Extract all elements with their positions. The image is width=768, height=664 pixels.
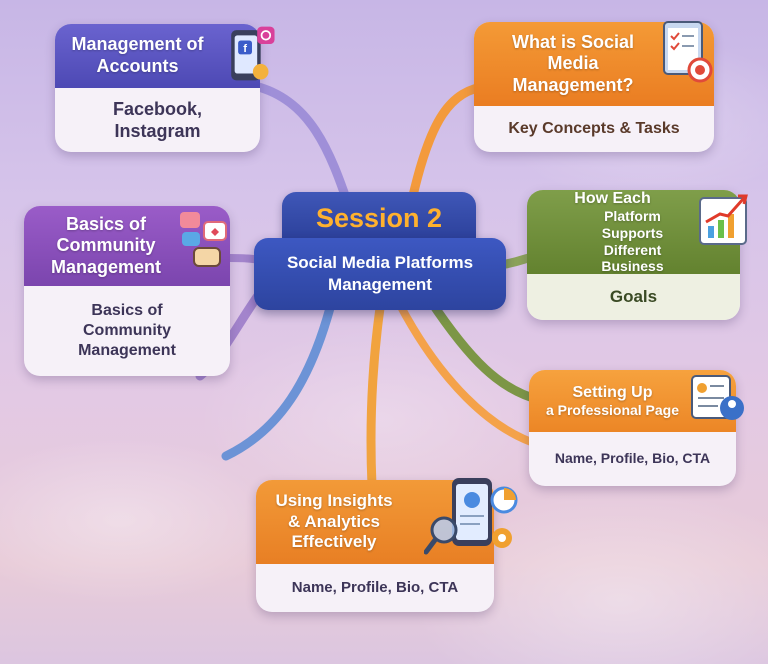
- node-what-is-title: What is Social Media Management?: [511, 31, 635, 95]
- center-title: Session 2: [315, 202, 443, 233]
- node-what-is-body: Key Concepts & Tasks: [474, 106, 714, 152]
- node-professional-page-title-line1: Setting Up: [572, 384, 653, 401]
- center-title-tab: Session 2: [282, 192, 476, 244]
- growth-chart-icon: [694, 186, 758, 256]
- node-community-detail: Basics of Community Management: [78, 302, 176, 359]
- node-management-accounts-body: Facebook, Instagram: [55, 88, 260, 152]
- node-insights-detail: Name, Profile, Bio, CTA: [291, 578, 459, 596]
- node-professional-page-detail: Name, Profile, Bio, CTA: [554, 450, 711, 467]
- node-management-accounts-detail: Facebook, Instagram: [112, 98, 203, 142]
- node-platform-support-detail: Goals: [609, 287, 658, 307]
- node-management-accounts: Management of Accounts Facebook, Instagr…: [55, 24, 260, 152]
- node-platform-support-title-line3: Different Business: [601, 241, 664, 275]
- connector-insights: [366, 303, 385, 491]
- node-community-title: Basics of Community Management: [50, 213, 162, 277]
- profile-page-icon: [688, 368, 748, 428]
- center-subtitle: Social Media Platforms Management: [286, 252, 474, 294]
- connector-professional-page-2: [396, 301, 544, 449]
- node-management-accounts-title: Management of Accounts: [71, 34, 204, 76]
- chat-bubbles-icon: [176, 206, 232, 272]
- center-subtitle-box: Social Media Platforms Management: [254, 238, 506, 310]
- connector-management-accounts: [250, 81, 355, 215]
- node-insights-title: Using Insights & Analytics Effectively: [275, 491, 393, 552]
- phone-magnifier-analytics-icon: [424, 470, 524, 562]
- node-community-body: Basics of Community Management: [24, 286, 230, 376]
- node-professional-page-body: Name, Profile, Bio, CTA: [529, 432, 736, 486]
- node-platform-support-body: Goals: [527, 274, 740, 320]
- node-platform-support-title-line1: How Each: [574, 190, 651, 207]
- node-what-is-detail: Key Concepts & Tasks: [508, 120, 680, 137]
- node-professional-page-title-line2: a Professional Page: [545, 402, 680, 419]
- clipboard-checklist-target-icon: [656, 14, 716, 88]
- svg-text:f: f: [243, 43, 247, 55]
- node-management-accounts-head: Management of Accounts: [55, 24, 260, 88]
- node-platform-support-title-line2: Platform Supports: [601, 208, 664, 241]
- connector-bottom-left: [221, 303, 335, 461]
- phone-with-facebook-instagram-icon: f: [226, 22, 278, 92]
- node-insights-body: Name, Profile, Bio, CTA: [256, 564, 494, 612]
- connector-professional-page: [425, 295, 545, 405]
